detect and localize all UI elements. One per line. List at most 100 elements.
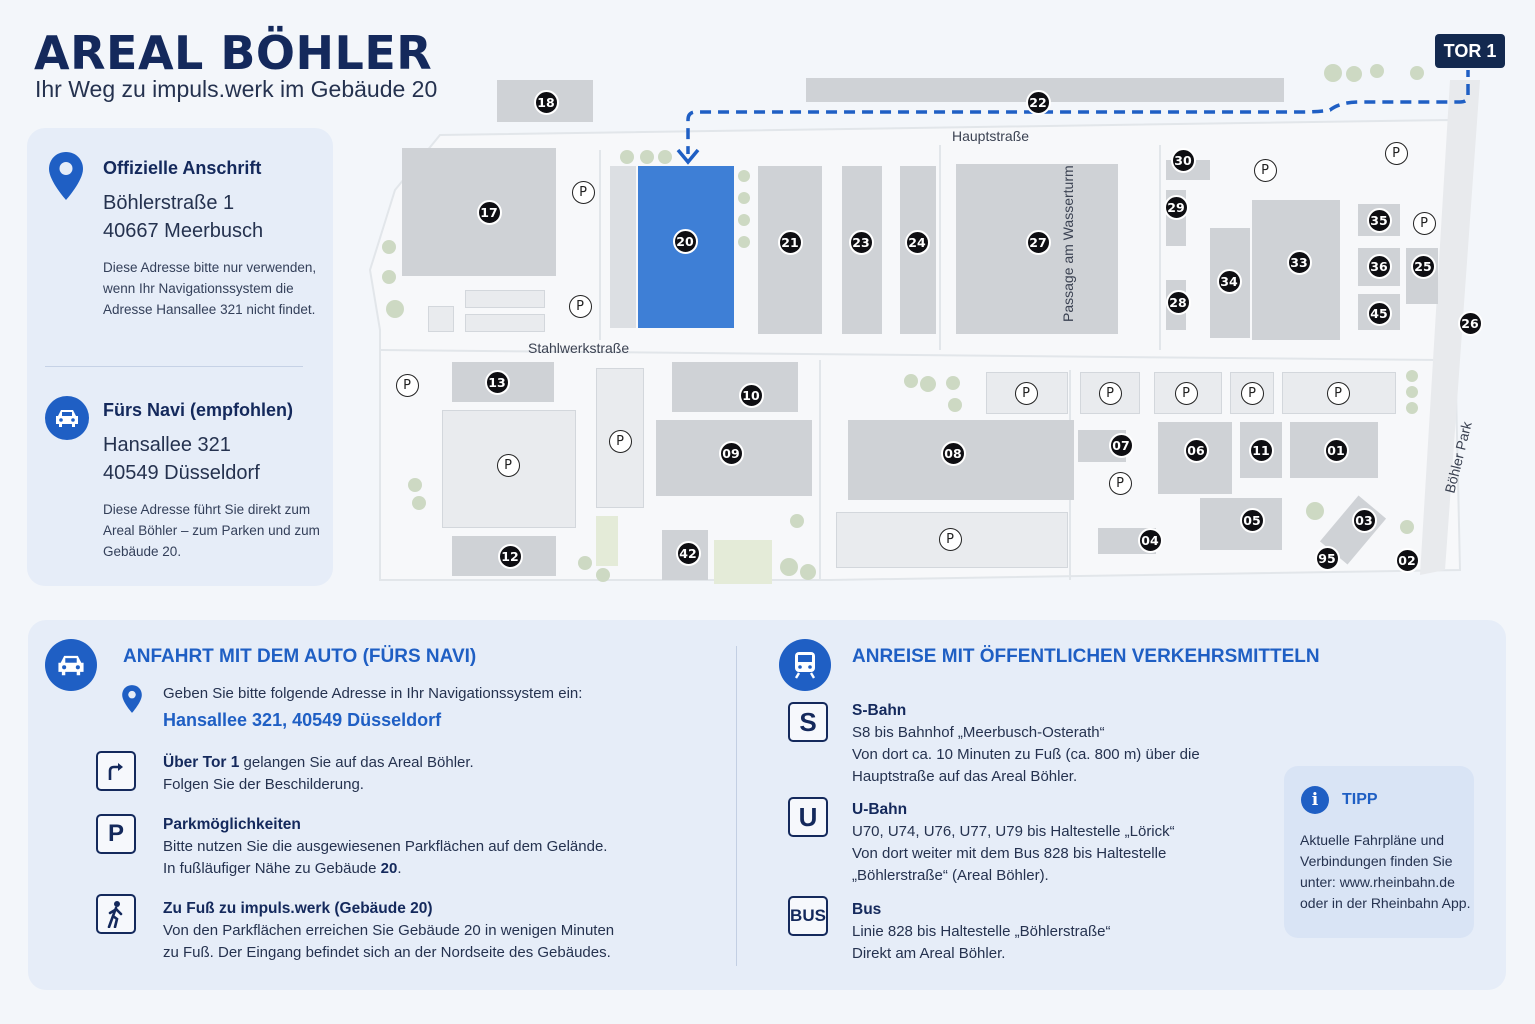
- train-icon: [779, 639, 831, 691]
- badge-02[interactable]: 02: [1394, 547, 1420, 573]
- parking-marker[interactable]: P: [1014, 381, 1038, 405]
- parking-instruction-head: Parkmöglichkeiten: [163, 816, 301, 833]
- parking-marker[interactable]: P: [1253, 158, 1277, 182]
- walking-instruction: Zu Fuß zu impuls.werk (Gebäude 20) Von d…: [163, 898, 614, 964]
- u-bahn-head: U-Bahn: [852, 801, 908, 818]
- badge-24[interactable]: 24: [904, 229, 930, 255]
- tree: [620, 150, 634, 164]
- badge-29[interactable]: 29: [1163, 194, 1189, 220]
- badge-45[interactable]: 45: [1366, 300, 1392, 326]
- tree: [946, 376, 960, 390]
- badge-21[interactable]: 21: [777, 229, 803, 255]
- parking-marker[interactable]: P: [1174, 381, 1198, 405]
- badge-05[interactable]: 05: [1239, 507, 1265, 533]
- s-bahn-icon: S: [788, 702, 828, 742]
- parking-marker[interactable]: P: [938, 527, 962, 551]
- u-bahn-line-2: Von dort weiter mit dem Bus 828 bis Halt…: [852, 845, 1167, 862]
- badge-20[interactable]: 20: [672, 228, 698, 254]
- green-area: [596, 516, 618, 566]
- badge-07[interactable]: 07: [1108, 432, 1134, 458]
- parking-marker[interactable]: P: [1240, 381, 1264, 405]
- badge-18[interactable]: 18: [533, 89, 559, 115]
- parking-marker[interactable]: P: [496, 453, 520, 477]
- official-address-city: 40667 Meerbusch: [103, 220, 264, 242]
- walking-instruction-head: Zu Fuß zu impuls.werk (Gebäude 20): [163, 900, 433, 917]
- badge-42[interactable]: 42: [675, 540, 701, 566]
- badge-08[interactable]: 08: [940, 440, 966, 466]
- section-divider: [736, 646, 737, 966]
- tree: [1406, 386, 1418, 398]
- badge-23[interactable]: 23: [848, 229, 874, 255]
- badge-36[interactable]: 36: [1366, 253, 1392, 279]
- parking-instruction-period: .: [397, 860, 402, 877]
- transit-section-title: ANREISE MIT ÖFFENTLICHEN VERKEHRSMITTELN: [852, 646, 1320, 667]
- badge-04[interactable]: 04: [1137, 527, 1163, 553]
- tree: [578, 556, 592, 570]
- building-annex: [610, 166, 636, 328]
- badge-30[interactable]: 30: [1170, 147, 1196, 173]
- tree: [382, 270, 396, 284]
- badge-01[interactable]: 01: [1323, 437, 1349, 463]
- parking-marker[interactable]: P: [395, 373, 419, 397]
- site-map: TOR 1: [360, 34, 1505, 595]
- tree: [1400, 520, 1414, 534]
- tree: [904, 374, 918, 388]
- bus-head: Bus: [852, 901, 882, 918]
- bus-line-1: Linie 828 bis Haltestelle „Böhlerstraße“: [852, 923, 1111, 940]
- badge-11[interactable]: 11: [1248, 437, 1274, 463]
- badge-25[interactable]: 25: [1410, 253, 1436, 279]
- map-pin-icon: [47, 150, 85, 207]
- badge-27[interactable]: 27: [1025, 229, 1051, 255]
- badge-17[interactable]: 17: [476, 199, 502, 225]
- badge-35[interactable]: 35: [1366, 207, 1392, 233]
- badge-95[interactable]: 95: [1314, 545, 1340, 571]
- official-address-heading: Offizielle Anschrift: [103, 158, 262, 178]
- navi-address-highlight: Hansallee 321, 40549 Düsseldorf: [163, 710, 442, 730]
- official-address-street: Böhlerstraße 1: [103, 192, 235, 214]
- badge-03[interactable]: 03: [1351, 507, 1377, 533]
- tree: [1406, 370, 1418, 382]
- bus-info: Bus Linie 828 bis Haltestelle „Böhlerstr…: [852, 899, 1110, 965]
- badge-09[interactable]: 09: [718, 440, 744, 466]
- map-pin-icon: [121, 684, 143, 719]
- navi-address-note: Diese Adresse führt Sie direkt zum Areal…: [103, 502, 320, 559]
- tipp-text: Aktuelle Fahrpläne und Verbindungen find…: [1300, 832, 1471, 911]
- tree: [780, 558, 798, 576]
- badge-22[interactable]: 22: [1025, 89, 1051, 115]
- badge-13[interactable]: 13: [484, 369, 510, 395]
- badge-34[interactable]: 34: [1216, 268, 1242, 294]
- parking-marker[interactable]: P: [568, 294, 592, 318]
- small-structure: [465, 314, 545, 332]
- parking-marker[interactable]: P: [1412, 211, 1436, 235]
- page-subtitle: Ihr Weg zu impuls.werk im Gebäude 20: [35, 76, 438, 102]
- gate-instruction-text-2: Folgen Sie der Beschilderung.: [163, 776, 364, 793]
- badge-12[interactable]: 12: [497, 543, 523, 569]
- u-bahn-info: U-Bahn U70, U74, U76, U77, U79 bis Halte…: [852, 799, 1175, 887]
- green-area: [714, 540, 772, 584]
- parking-marker[interactable]: P: [608, 429, 632, 453]
- parking-marker[interactable]: P: [571, 180, 595, 204]
- navi-address-street: Hansallee 321: [103, 434, 231, 456]
- badge-06[interactable]: 06: [1183, 437, 1209, 463]
- navi-address-heading: Fürs Navi (empfohlen): [103, 400, 294, 420]
- u-bahn-line-3: „Böhlerstraße“ (Areal Böhler).: [852, 867, 1049, 884]
- official-address: Offizielle Anschrift Böhlerstraße 1 4066…: [103, 158, 325, 320]
- tree: [1346, 66, 1362, 82]
- badge-33[interactable]: 33: [1286, 249, 1312, 275]
- car-intro-text: Geben Sie bitte folgende Adresse in Ihr …: [163, 685, 583, 702]
- parking-marker[interactable]: P: [1384, 141, 1408, 165]
- address-divider: [45, 366, 303, 367]
- parking-instruction-text-2: In fußläufiger Nähe zu Gebäude: [163, 860, 381, 877]
- parking-marker[interactable]: P: [1326, 381, 1350, 405]
- building-10[interactable]: [672, 362, 798, 412]
- gate-instruction-head: Über Tor 1: [163, 754, 240, 771]
- bus-line-2: Direkt am Areal Böhler.: [852, 945, 1006, 962]
- tree: [948, 398, 962, 412]
- walking-person-icon: [96, 894, 136, 934]
- badge-28[interactable]: 28: [1165, 289, 1191, 315]
- badge-26[interactable]: 26: [1457, 310, 1483, 336]
- parking-marker[interactable]: P: [1108, 471, 1132, 495]
- u-bahn-icon: U: [788, 797, 828, 837]
- badge-10[interactable]: 10: [738, 382, 764, 408]
- parking-marker[interactable]: P: [1098, 381, 1122, 405]
